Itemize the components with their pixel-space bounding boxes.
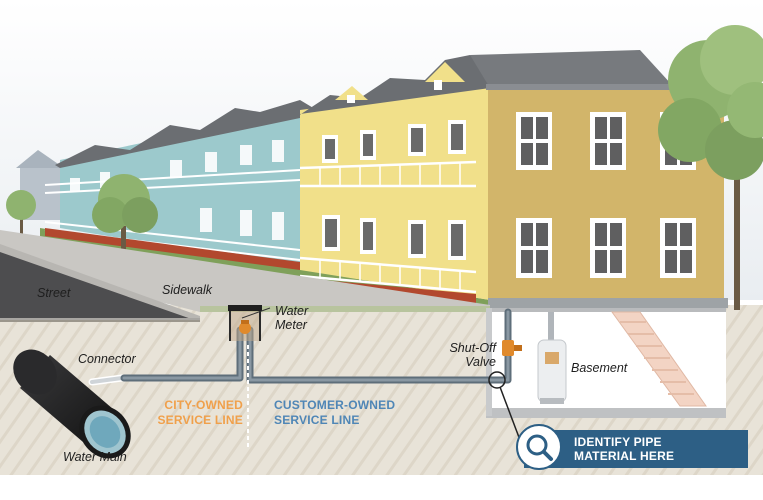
sidewalk-label: Sidewalk: [162, 283, 213, 297]
customer-owned-label: CUSTOMER-OWNED SERVICE LINE: [274, 398, 395, 428]
identify-pipe-line2: MATERIAL HERE: [574, 449, 675, 463]
valve-icon: [502, 340, 522, 356]
water-meter-icon: [228, 305, 262, 341]
city-owned-line2: SERVICE LINE: [157, 413, 243, 427]
basement-label: Basement: [571, 361, 628, 375]
water-heater: [537, 312, 567, 404]
identify-pipe-callout: IDENTIFY PIPE MATERIAL HERE: [516, 424, 748, 470]
water-main: [13, 349, 131, 459]
identify-pipe-line1: IDENTIFY PIPE: [574, 435, 662, 449]
yellow-house: [295, 55, 495, 304]
tree-right: [658, 25, 763, 310]
tree-middle: [92, 174, 158, 275]
customer-owned-line2: SERVICE LINE: [274, 413, 360, 427]
connector-label: Connector: [78, 352, 136, 366]
customer-owned-line1: CUSTOMER-OWNED: [274, 398, 396, 412]
water-meter-label-line1: Water: [275, 304, 309, 318]
meter-leader: [241, 307, 271, 319]
city-owned-line1: CITY-OWNED: [164, 398, 243, 412]
tree-left: [6, 190, 36, 245]
water-meter-label-line2: Meter: [275, 318, 307, 332]
identify-pipe-text: IDENTIFY PIPE MATERIAL HERE: [574, 435, 674, 463]
callout-leader: [488, 371, 521, 441]
street-label: Street: [37, 286, 71, 300]
teal-houses: [44, 100, 320, 270]
water-meter-label: Water Meter: [275, 304, 308, 332]
magnifier-icon: [516, 424, 562, 470]
basement: [486, 308, 726, 418]
shut-off-valve-label-line2: Valve: [465, 355, 496, 369]
shut-off-valve-label-line1: Shut-Off: [449, 341, 496, 355]
city-owned-label: CITY-OWNED SERVICE LINE: [157, 398, 243, 428]
water-main-label: Water Main: [63, 450, 127, 464]
shut-off-valve-label: Shut-Off Valve: [416, 341, 496, 369]
